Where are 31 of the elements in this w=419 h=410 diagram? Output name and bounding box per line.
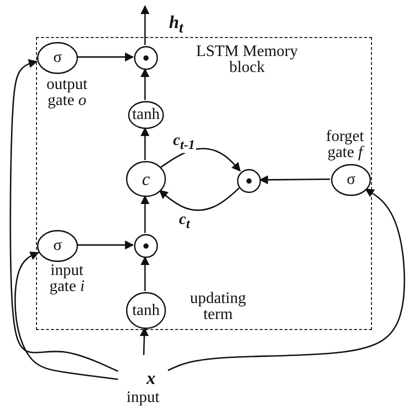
function-ellipse: tanh bbox=[126, 292, 166, 329]
arrow bbox=[140, 68, 150, 100]
function-ellipse: σ bbox=[37, 42, 78, 74]
function-ellipse: tanh bbox=[128, 101, 164, 129]
function-ellipse: σ bbox=[37, 230, 78, 262]
multiply-node bbox=[237, 169, 261, 193]
arrow bbox=[158, 188, 240, 211]
arrow bbox=[14, 252, 118, 380]
arrow bbox=[168, 188, 406, 372]
arrow bbox=[140, 5, 150, 45]
multiply-node bbox=[134, 234, 158, 258]
input-label: input bbox=[126, 389, 160, 407]
arrow bbox=[140, 327, 149, 356]
multiply-node bbox=[134, 46, 158, 70]
arrow bbox=[160, 148, 241, 172]
arrow bbox=[259, 175, 330, 184]
input-symbol: x bbox=[145, 369, 156, 387]
gate-label: output gate o bbox=[46, 77, 88, 109]
function-ellipse: σ bbox=[331, 164, 371, 196]
arrow bbox=[77, 240, 134, 250]
arrow bbox=[140, 256, 150, 291]
arrow bbox=[77, 52, 134, 62]
arrow bbox=[140, 195, 150, 233]
function-ellipse: c bbox=[126, 161, 166, 197]
block-title: LSTM Memory block bbox=[195, 44, 299, 76]
gate-label: forget gate f bbox=[325, 129, 366, 161]
memory-block-frame bbox=[36, 37, 372, 330]
gate-label: input gate i bbox=[48, 263, 86, 295]
arrow bbox=[140, 127, 150, 160]
gate-label: updating term bbox=[189, 291, 247, 323]
arrow bbox=[10, 59, 118, 372]
